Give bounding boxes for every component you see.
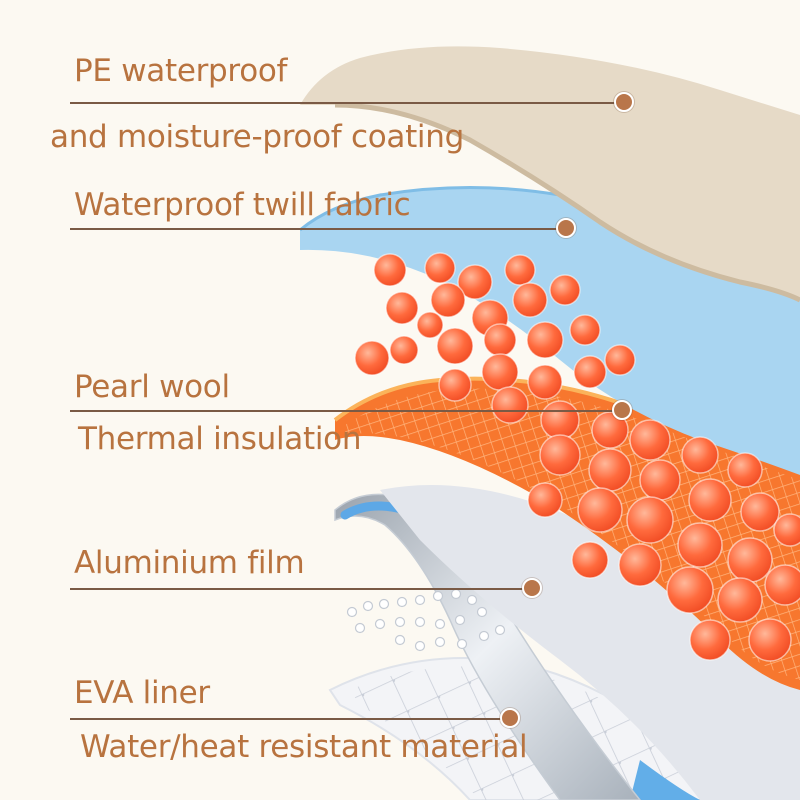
heat-bubble [748,618,792,662]
leader-line-pearl [70,410,615,412]
heat-bubble [688,478,732,522]
heat-bubble [569,314,601,346]
heat-bubble [604,344,636,376]
water-droplet [414,640,426,652]
water-droplet [414,594,426,606]
heat-bubble [727,537,773,583]
leader-line-twill [70,228,560,230]
heat-bubble [540,400,580,440]
water-droplet [362,600,374,612]
heat-bubble [639,459,681,501]
heat-bubble [773,513,800,547]
heat-bubble [588,448,632,492]
heat-bubble [618,543,662,587]
leader-line-aluminium [70,588,525,590]
water-droplet [450,588,462,600]
water-droplet [454,614,466,626]
heat-bubble [677,522,723,568]
heat-bubble [483,323,517,357]
water-droplet [414,616,426,628]
heat-bubble [681,436,719,474]
heat-bubble [424,252,456,284]
water-droplet [476,606,488,618]
heat-bubble [549,274,581,306]
heat-bubble [764,564,800,606]
marker-pe [614,92,634,112]
heat-bubble [354,340,390,376]
water-droplet [396,596,408,608]
heat-bubble [539,434,581,476]
marker-twill [556,218,576,238]
label-eva-line2: Water/heat resistant material [80,729,528,765]
label-pe-line1: PE waterproof [74,53,288,89]
heat-bubble [491,386,529,424]
label-pearl-line2: Thermal insulation [78,421,362,457]
heat-bubble [666,566,714,614]
water-droplet [394,634,406,646]
heat-bubble [629,419,671,461]
heat-bubble [373,253,407,287]
water-droplet [494,624,506,636]
heat-bubble [385,291,419,325]
heat-bubble [573,355,607,389]
water-droplet [478,630,490,642]
heat-bubbles [354,252,800,662]
water-droplet [466,594,478,606]
water-droplet [434,636,446,648]
heat-bubble [689,619,731,661]
marker-eva [500,708,520,728]
water-droplet [374,618,386,630]
water-droplet [394,616,406,628]
heat-bubble [591,411,629,449]
label-twill: Waterproof twill fabric [74,187,411,223]
label-eva-line1: EVA liner [74,675,210,711]
heat-bubble [571,541,609,579]
water-droplet [346,606,358,618]
water-droplet [378,598,390,610]
heat-bubble [416,311,444,339]
water-droplet [432,590,444,602]
heat-bubble [727,452,763,488]
label-pe-line2: and moisture-proof coating [50,119,464,155]
heat-bubble [430,282,466,318]
leader-line-pe [70,102,618,104]
heat-bubble [577,487,623,533]
pe-coating-sheet [300,46,800,303]
heat-bubble [527,364,563,400]
heat-bubble [504,254,536,286]
heat-bubble [626,496,674,544]
heat-bubble [717,577,763,623]
marker-pearl [612,400,632,420]
marker-aluminium [522,578,542,598]
heat-bubble [740,492,780,532]
water-droplet [354,622,366,634]
heat-bubble [457,264,493,300]
heat-bubble [526,321,564,359]
heat-bubble [481,353,519,391]
heat-bubble [436,327,474,365]
heat-bubble [438,368,472,402]
water-droplet [434,618,446,630]
leader-line-eva [70,718,502,720]
label-aluminium: Aluminium film [74,545,305,581]
heat-bubble [512,282,548,318]
heat-bubble [389,335,419,365]
grey-backing-sheet [380,485,800,800]
water-droplets [346,588,506,652]
label-pearl-line1: Pearl wool [74,369,230,405]
heat-bubble [527,482,563,518]
water-droplet [456,638,468,650]
